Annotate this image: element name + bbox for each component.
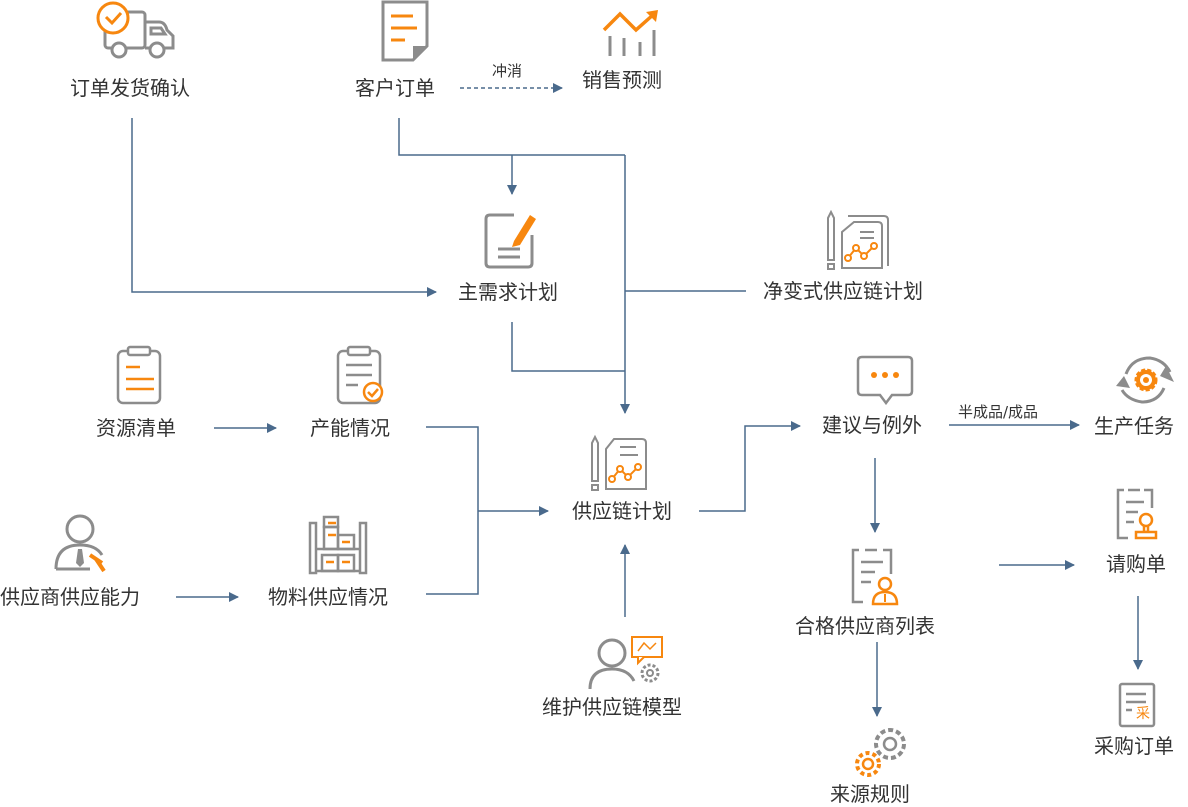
- node-label: 产能情况: [310, 416, 390, 440]
- node-label: 供应商供应能力: [0, 585, 140, 609]
- edge-label-offset: 冲消: [492, 62, 523, 80]
- node-label: 销售预测: [582, 68, 662, 92]
- node-qualified-supplier-list[interactable]: 合格供应商列表: [795, 548, 970, 643]
- edge-customer-order-trunk: [398, 118, 625, 156]
- node-label: 物料供应情况: [268, 585, 388, 609]
- node-label: 来源规则: [830, 782, 910, 806]
- node-production-task[interactable]: 生产任务: [1094, 352, 1188, 442]
- node-label: 采购订单: [1094, 734, 1174, 758]
- edge-capacity-material-merge: [426, 426, 479, 595]
- node-label: 供应链计划: [572, 499, 672, 523]
- node-master-demand-plan[interactable]: 主需求计划: [458, 205, 578, 310]
- edge-master-plan-to-trunk: [511, 322, 625, 372]
- list-stamp-icon: [1116, 488, 1158, 540]
- chat-bubble-icon: [856, 355, 914, 405]
- node-purchase-requisition[interactable]: 请购单: [1104, 488, 1188, 583]
- node-label: 维护供应链模型: [542, 695, 682, 719]
- shelf-boxes-icon: [308, 515, 368, 575]
- gear-cycle-icon: [1116, 356, 1174, 404]
- node-sourcing-rules[interactable]: 来源规则: [830, 722, 940, 807]
- node-capacity-status[interactable]: 产能情况: [310, 345, 410, 445]
- node-label: 主需求计划: [458, 280, 558, 304]
- node-label: 生产任务: [1094, 414, 1174, 438]
- truck-check-icon: [96, 1, 175, 59]
- node-material-supply[interactable]: 物料供应情况: [268, 513, 418, 613]
- plan-chart-icon: [827, 210, 889, 270]
- node-supply-chain-plan[interactable]: 供应链计划: [570, 433, 690, 528]
- node-net-change-scp[interactable]: 净变式供应链计划: [760, 210, 960, 310]
- purchase-doc-icon: [1118, 682, 1156, 728]
- node-label: 订单发货确认: [70, 76, 190, 100]
- list-person-icon: [851, 548, 899, 606]
- node-label: 资源清单: [96, 416, 176, 440]
- node-label: 净变式供应链计划: [763, 279, 923, 303]
- node-maintain-sc-model[interactable]: 维护供应链模型: [542, 635, 722, 725]
- clipboard-check-icon: [336, 345, 384, 405]
- node-supplier-capacity[interactable]: 供应商供应能力: [0, 513, 170, 613]
- edge-label-semi-finished: 半成品/成品: [958, 403, 1039, 421]
- node-label: 建议与例外: [822, 413, 922, 437]
- edit-note-icon: [484, 213, 536, 269]
- node-purchase-order[interactable]: 采 采购订单: [1094, 680, 1188, 770]
- node-label: 客户订单: [355, 76, 435, 100]
- node-customer-order[interactable]: 客户订单: [355, 0, 455, 110]
- purchase-badge-icon: 采: [1136, 706, 1150, 722]
- person-hammer-icon: [54, 514, 106, 573]
- person-gear-chart-icon: [588, 636, 663, 690]
- node-resource-list[interactable]: 资源清单: [96, 345, 196, 445]
- node-sales-forecast[interactable]: 销售预测: [582, 0, 682, 100]
- edge-ship-confirm-to-master-plan: [131, 118, 437, 297]
- document-icon: [381, 0, 429, 62]
- node-label: 请购单: [1106, 552, 1166, 576]
- edge-plan-to-suggestion: [699, 421, 801, 512]
- gears-icon: [855, 728, 906, 777]
- clipboard-icon: [116, 345, 162, 405]
- node-label: 合格供应商列表: [795, 614, 935, 638]
- trend-chart-icon: [602, 10, 658, 56]
- plan-chart-icon: [591, 434, 647, 491]
- node-order-ship-confirm[interactable]: 订单发货确认: [70, 0, 220, 110]
- node-suggestion-exception[interactable]: 建议与例外: [822, 355, 942, 445]
